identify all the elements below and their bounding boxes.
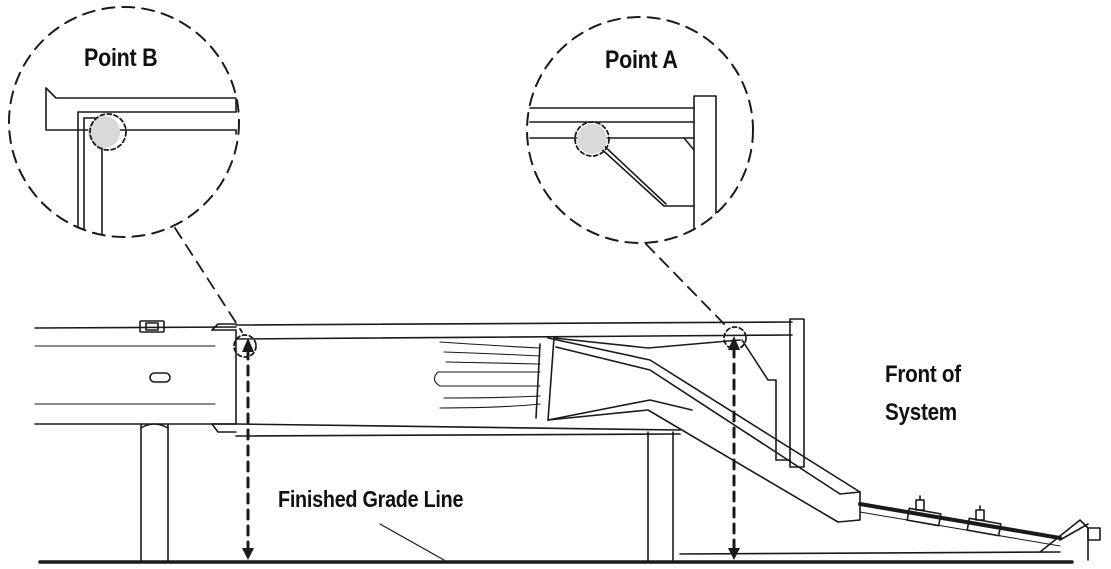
front-of-system-label: Front of System [885,356,961,432]
height-arrow-b-head-down [242,548,254,560]
point-b-label: Point B [84,44,158,72]
post-left [140,423,169,563]
front-of-system-line1: Front of [885,361,961,388]
rail-slot [149,372,171,383]
detail-circle-b [8,6,240,238]
point-b-leader [174,227,243,333]
w-beam-rail [34,326,237,425]
height-arrow-b-head-up [242,338,254,352]
feeder-channels [235,321,793,437]
extruder-throat [535,337,741,421]
height-arrow-a-head-down [728,548,740,560]
grade-label-leader [379,523,445,561]
detail-callout-point-a [526,16,754,244]
anchor-cable [858,502,1062,547]
inclined-feeder-chute [547,337,861,523]
point-b-detail-marker-fill [88,116,120,148]
point-b-marker [233,334,257,358]
cable-bracket [906,495,1002,537]
point-a-leader [645,243,729,329]
flattened-rail-ribbons [433,341,541,409]
front-face-plate [741,318,805,468]
finished-grade-line-label: Finished Grade Line [278,486,464,512]
point-a-detail-marker-fill [577,124,607,154]
detail-callout-point-b [8,6,240,238]
post-middle [647,431,674,563]
front-of-system-line2: System [885,399,957,426]
point-a-label: Point A [605,46,678,74]
point-a-detail-marker [574,121,610,157]
height-arrow-a-head-up [728,336,740,350]
ground-strut [679,519,1101,561]
rail-clip [139,320,165,333]
detail-circle-a [526,16,754,244]
point-b-detail-marker [89,113,127,151]
impact-head-end-b [211,323,237,433]
main-elevation-view [34,318,1101,564]
point-a-marker [723,326,747,350]
